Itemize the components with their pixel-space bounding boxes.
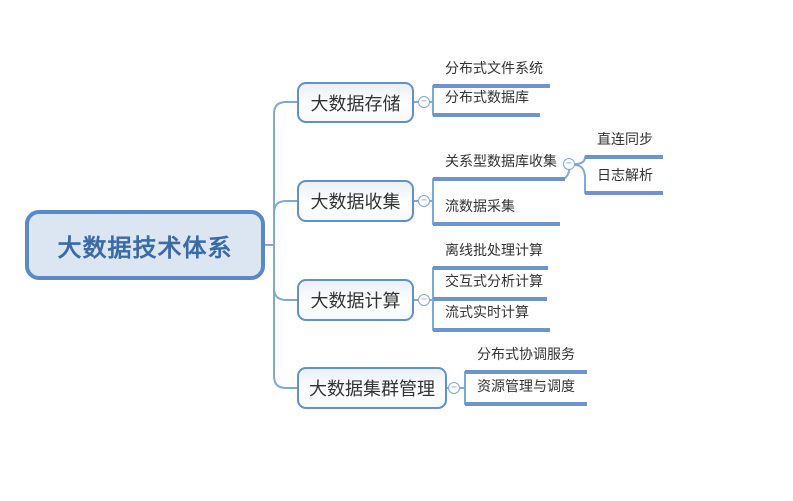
curve-direct-sync: [574, 156, 586, 165]
link-branch-computing: [273, 244, 298, 301]
subtopic-distributed-file-system[interactable]: 分布式文件系统: [433, 59, 550, 88]
subtopic-stream-realtime-computing[interactable]: 流式实时计算: [433, 303, 550, 332]
subtopic-distributed-database[interactable]: 分布式数据库: [433, 88, 540, 117]
subtopic-stream-data-collection[interactable]: 流数据采集: [433, 197, 560, 226]
subtopic-log-parsing[interactable]: 日志解析: [585, 166, 663, 195]
root-topic[interactable]: 大数据技术体系: [25, 210, 265, 280]
collapse-toggle-storage[interactable]: −: [418, 96, 430, 108]
subtopic-distributed-coordination-service[interactable]: 分布式协调服务: [465, 345, 587, 374]
link-branch-collection: [273, 200, 298, 246]
link-branch-storage: [273, 101, 298, 246]
branch-topic-computing[interactable]: 大数据计算: [297, 279, 414, 321]
collapse-toggle-computing[interactable]: −: [418, 294, 430, 306]
collapse-toggle-collection[interactable]: −: [418, 195, 430, 207]
subtopic-offline-batch-computing[interactable]: 离线批处理计算: [433, 241, 548, 270]
minus-icon: −: [450, 382, 458, 393]
subtopic-relational-db-collection[interactable]: 关系型数据库收集: [433, 152, 565, 181]
branch-topic-cluster-management[interactable]: 大数据集群管理: [297, 367, 447, 409]
minus-icon: −: [565, 158, 573, 169]
subtopic-interactive-analysis-computing[interactable]: 交互式分析计算: [433, 272, 547, 301]
minus-icon: −: [420, 294, 428, 305]
collapse-toggle-relational-db[interactable]: −: [563, 158, 575, 170]
link-branch-cluster: [273, 244, 298, 389]
collapse-toggle-cluster[interactable]: −: [448, 382, 460, 394]
bracket-cluster: [458, 371, 466, 405]
branch-topic-collection[interactable]: 大数据收集: [297, 180, 414, 222]
curve-log-parsing: [574, 164, 586, 194]
subtopic-resource-management-scheduling[interactable]: 资源管理与调度: [465, 377, 587, 406]
subtopic-direct-sync[interactable]: 直连同步: [585, 130, 663, 159]
branch-topic-storage[interactable]: 大数据存储: [297, 82, 414, 123]
minus-icon: −: [420, 195, 428, 206]
minus-icon: −: [420, 96, 428, 107]
